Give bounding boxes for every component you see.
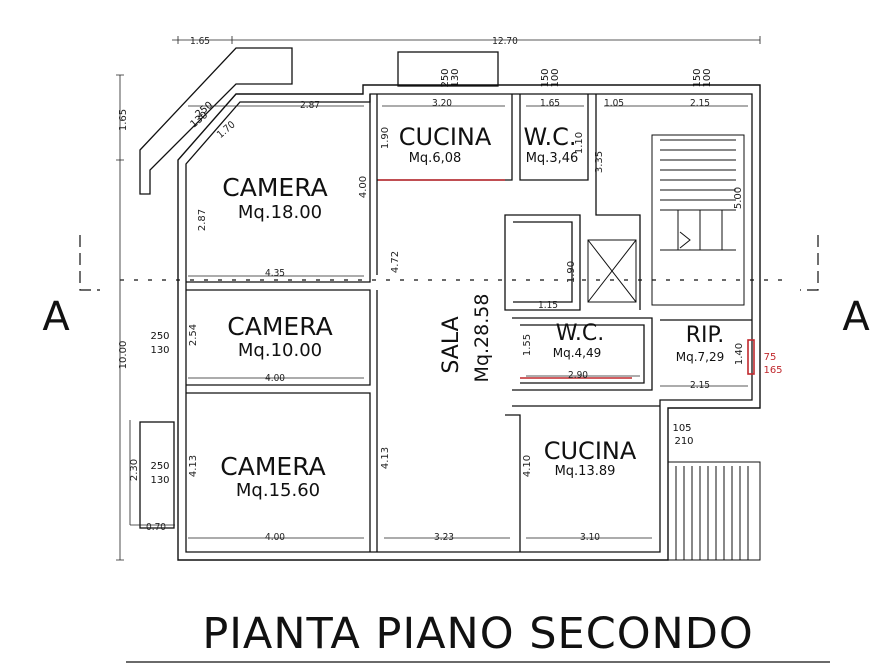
- dim-105: 1.05: [604, 98, 624, 109]
- dimension-lines: [116, 36, 761, 561]
- dim-400-b: 4.00: [265, 373, 285, 384]
- room-name-camera-1: CAMERA: [222, 173, 327, 202]
- door-code-stair: 105: [672, 423, 691, 434]
- section-mark-left: A: [42, 294, 70, 340]
- door-openings: [378, 179, 755, 379]
- dim-320: 3.20: [432, 98, 452, 109]
- stairs: [587, 134, 761, 561]
- dim-140: 1.40: [734, 343, 745, 365]
- door-code-rip: 75: [764, 352, 777, 363]
- room-area-rip: Mq.7,29: [676, 350, 725, 364]
- dim-335: 3.35: [594, 151, 605, 173]
- dim-165: 1.65: [540, 98, 560, 109]
- room-area-camera-2: Mq.10.00: [238, 340, 322, 361]
- dim-side-total: 10.00: [118, 341, 129, 370]
- door-code-stair-b: 210: [674, 436, 693, 447]
- room-area-cucina-1: Mq.6,08: [409, 151, 462, 166]
- room-name-cucina-2: CUCINA: [544, 437, 637, 465]
- room-name-wc-2: W.C.: [556, 321, 605, 346]
- dim-472: 4.72: [390, 251, 401, 273]
- room-area-wc-1: Mq.3,46: [526, 151, 579, 166]
- room-name-wc-1: W.C.: [524, 123, 577, 151]
- dim-170: 1.70: [215, 119, 238, 140]
- room-name-cucina-1: CUCINA: [399, 123, 492, 151]
- room-area-sala: Mq.28.58: [471, 294, 493, 383]
- window-code-5: 250: [150, 331, 169, 342]
- dim-190-a: 1.90: [380, 127, 391, 149]
- room-name-camera-2: CAMERA: [227, 312, 332, 341]
- dim-287-side: 2.87: [197, 209, 208, 231]
- window-code-3: 150: [540, 68, 551, 87]
- dim-287-top: 2.87: [300, 100, 320, 111]
- room-name-sala: SALA: [439, 316, 464, 373]
- window-code-2: 250: [440, 68, 451, 87]
- dim-413-a: 4.13: [188, 455, 199, 477]
- dim-side-top: 1.65: [118, 109, 129, 131]
- dim-435: 4.35: [265, 268, 285, 279]
- room-area-cucina-2: Mq.13.89: [555, 464, 616, 479]
- dim-400-a: 4.00: [358, 176, 369, 198]
- section-mark-right: A: [842, 294, 870, 340]
- window-code-6: 250: [150, 461, 169, 472]
- walls: [139, 47, 761, 561]
- room-name-camera-3: CAMERA: [220, 452, 325, 481]
- window-code-3b: 100: [550, 68, 561, 87]
- dim-balcony-width: 2.30: [129, 459, 140, 481]
- dim-top-total: 12.70: [492, 36, 518, 47]
- window-code-4: 150: [692, 68, 703, 87]
- dim-190-b: 1.90: [566, 261, 577, 283]
- window-code-4b: 100: [702, 68, 713, 87]
- dim-413-b: 4.13: [380, 447, 391, 469]
- room-name-rip: RIP.: [686, 323, 725, 348]
- dim-215-a: 2.15: [690, 98, 710, 109]
- dim-310: 3.10: [580, 532, 600, 543]
- dim-155: 1.55: [522, 334, 533, 356]
- dim-bottom-small: 0.70: [146, 522, 166, 533]
- section-lines: [79, 235, 819, 291]
- drawing-title: PIANTA PIANO SECONDO: [202, 609, 753, 659]
- dim-215-b: 2.15: [690, 380, 710, 391]
- window-code-2b: 130: [450, 68, 461, 87]
- dim-110: 1.10: [574, 132, 585, 154]
- window-code-5b: 130: [150, 345, 169, 356]
- room-area-wc-2: Mq.4,49: [553, 346, 602, 360]
- room-area-camera-1: Mq.18.00: [238, 202, 322, 223]
- dim-left-top: 1.65: [190, 36, 210, 47]
- room-area-camera-3: Mq.15.60: [236, 480, 320, 501]
- dim-115: 1.15: [538, 300, 558, 311]
- dim-410: 4.10: [522, 455, 533, 477]
- window-code-6b: 130: [150, 475, 169, 486]
- dim-400-c: 4.00: [265, 532, 285, 543]
- dim-254: 2.54: [188, 324, 199, 346]
- dim-500: 5.00: [733, 187, 744, 209]
- door-code-rip-b: 165: [763, 365, 782, 376]
- dim-290: 2.90: [568, 370, 588, 381]
- dim-323: 3.23: [434, 532, 454, 543]
